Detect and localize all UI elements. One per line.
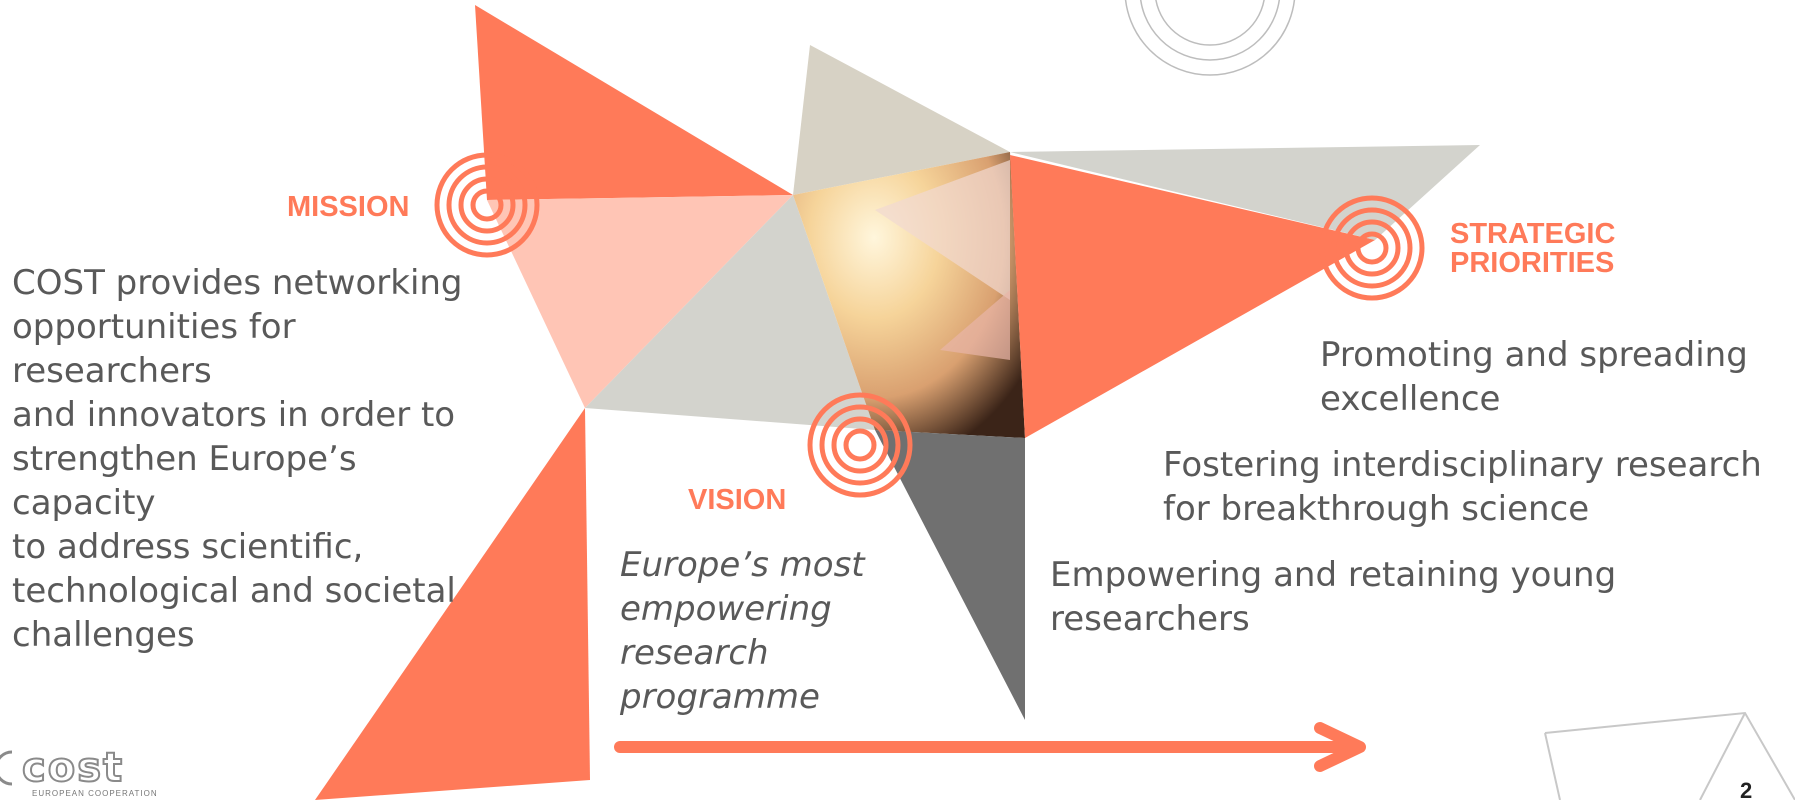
cost-logo-mark — [0, 750, 13, 786]
triangle-dark-grey — [875, 430, 1025, 720]
photo-overlay-light — [875, 160, 1010, 300]
vision-line: programme — [620, 677, 820, 717]
triangle-peach-left — [487, 195, 793, 408]
page-number: 2 — [1740, 778, 1753, 803]
vision-text: Europe’s most empowering research progra… — [620, 543, 880, 719]
vision-heading: VISION — [688, 484, 787, 516]
photo-overlay-pink — [940, 290, 1010, 360]
triangle-grey-center — [585, 195, 875, 430]
priority-line: Promoting and spreading — [1320, 335, 1748, 375]
triangle-grey-top-right — [1010, 145, 1480, 240]
cost-logo-tagline: EUROPEAN COOPERATION — [32, 789, 158, 798]
decorative-circles-top — [1124, 0, 1296, 76]
triangle-orange-right — [1010, 155, 1375, 438]
priority-line: excellence — [1320, 379, 1501, 419]
priority-item: Promoting and spreading excellence — [1320, 333, 1748, 421]
triangle-orange-bottom-left — [315, 408, 590, 800]
target-icon — [807, 392, 913, 498]
arrow-right-icon — [614, 722, 1366, 772]
mission-line: COST provides networking — [12, 263, 463, 303]
mission-line: to address scientific, — [12, 527, 364, 567]
mission-line: opportunities for researchers — [12, 307, 296, 391]
vision-line: empowering — [620, 589, 832, 629]
mission-text: COST provides networking opportunities f… — [12, 261, 492, 657]
heading-line: STRATEGIC — [1450, 218, 1616, 250]
mission-heading: MISSION — [287, 191, 410, 223]
priority-item: Empowering and retaining young researche… — [1050, 553, 1795, 641]
triangle-beige-top — [793, 45, 1010, 195]
triangle-orange-top-left — [475, 5, 793, 200]
priority-item: Fostering interdisciplinary research for… — [1163, 443, 1762, 531]
target-icon — [1319, 195, 1425, 301]
mission-line: challenges — [12, 615, 195, 655]
vision-line: Europe’s most — [620, 545, 865, 585]
decorative-outline-bottom-right — [1544, 711, 1795, 800]
priority-line: Empowering and retaining young researche… — [1050, 555, 1617, 639]
mission-line: technological and societal — [12, 571, 456, 611]
mission-line: strengthen Europe’s capacity — [12, 439, 357, 523]
priority-line: Fostering interdisciplinary research — [1163, 445, 1762, 485]
cost-logo-word: cost — [21, 745, 125, 791]
vision-line: research — [620, 633, 769, 673]
target-icon — [434, 152, 540, 258]
heading-line: PRIORITIES — [1450, 247, 1615, 279]
strategic-priorities-heading: STRATEGIC PRIORITIES — [1450, 218, 1616, 279]
priority-line: for breakthrough science — [1163, 489, 1590, 529]
mission-line: and innovators in order to — [12, 395, 456, 435]
